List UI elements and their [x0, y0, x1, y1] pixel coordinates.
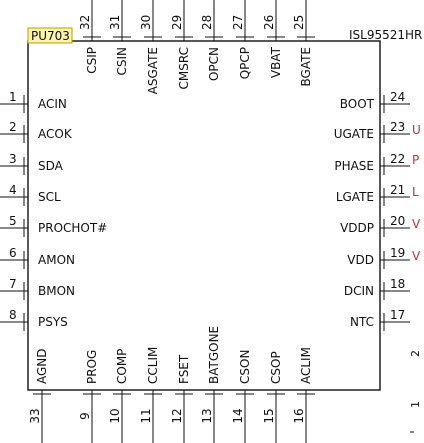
pin-qpcp-number: 27 [231, 15, 245, 30]
net-label-p: P [412, 153, 419, 167]
pin-csin-name: CSIN [115, 47, 129, 76]
pin-fset-name: FSET [177, 354, 191, 384]
pin-cclim-name: CCLIM [146, 347, 160, 384]
pin-agnd-name: AGND [35, 348, 49, 384]
pin-aclim-number: 16 [292, 408, 306, 423]
pin-scl-name: SCL [38, 190, 61, 204]
pin-amon-name: AMON [38, 253, 75, 267]
pin-cson-name: CSON [238, 350, 252, 384]
refdes-box [27, 27, 73, 44]
pin-csin-number: 31 [108, 15, 122, 30]
pin-ugate-name: UGATE [334, 127, 374, 141]
pin-bgate-name: BGATE [299, 47, 313, 87]
pin-phase-number: 22 [390, 152, 405, 166]
pin-csop-name: CSOP [269, 351, 283, 384]
pin-vddp-number: 20 [390, 214, 405, 228]
pin-bmon-name: BMON [38, 284, 75, 298]
pin-dcin-name: DCIN [344, 284, 374, 298]
net-label-v2: V [412, 249, 421, 263]
pin-bgate-number: 25 [292, 15, 306, 30]
pin-cmsrc-name: CMSRC [177, 47, 191, 89]
pin-aclim-name: ACLIM [299, 347, 313, 384]
pin-asgate-number: 30 [139, 15, 153, 30]
pin-acin-number: 1 [9, 90, 17, 104]
pin-batgone-name: BATGONE [207, 326, 221, 384]
net-label-u: U [412, 123, 421, 137]
pin-boot-number: 24 [390, 90, 405, 104]
pin-acok-name: ACOK [38, 127, 73, 141]
pin-prochot-number: 5 [9, 214, 17, 228]
pin-acok-number: 2 [9, 120, 17, 134]
pin-comp-number: 10 [108, 408, 122, 423]
pin-bmon-number: 7 [9, 277, 17, 291]
pin-ugate-number: 23 [390, 120, 405, 134]
pin-comp-name: COMP [115, 349, 129, 384]
pin-sda-number: 3 [9, 152, 17, 166]
pin-phase-name: PHASE [334, 159, 374, 173]
pin-vdd-number: 19 [390, 246, 405, 260]
pin-vbat-number: 26 [262, 15, 276, 30]
pin-opcn-name: OPCN [207, 47, 221, 81]
pin-cmsrc-number: 29 [170, 15, 184, 30]
pin-prog-number: 9 [78, 412, 92, 420]
pin-vdd-name: VDD [347, 253, 374, 267]
pin-lgate-name: LGATE [336, 190, 374, 204]
pin-boot-name: BOOT [340, 97, 375, 111]
pin-psys-number: 8 [9, 308, 17, 322]
net-label-v1: V [412, 217, 421, 231]
pin-opcn-number: 28 [200, 15, 214, 30]
net-label-l: L [412, 185, 419, 199]
pin-amon-number: 6 [9, 246, 17, 260]
pin-cson-number: 14 [231, 408, 245, 423]
pin-scl-number: 4 [9, 183, 17, 197]
pin-prochot-name: PROCHOT# [38, 221, 107, 235]
pin-vbat-name: VBAT [269, 46, 283, 78]
pin-ntc-name: NTC [350, 315, 374, 329]
pin-csip-name: CSIP [85, 47, 99, 74]
pin-acin-name: ACIN [38, 97, 67, 111]
pin-asgate-name: ASGATE [146, 47, 160, 94]
pin-dcin-number: 18 [390, 277, 405, 291]
edge-label-2: 2 [409, 350, 422, 357]
pin-psys-name: PSYS [38, 315, 68, 329]
pin-csop-number: 15 [262, 408, 276, 423]
pin-vddp-name: VDDP [340, 221, 374, 235]
pin-batgone-number: 13 [200, 408, 214, 423]
pin-sda-name: SDA [38, 159, 64, 173]
chip-body [27, 40, 381, 391]
refdes-label: PU703 [31, 29, 70, 43]
part-number-label: ISL95521HR [349, 28, 422, 42]
pin-prog-name: PROG [85, 350, 99, 384]
pin-fset-number: 12 [170, 408, 184, 423]
pin-agnd-number: 33 [28, 408, 42, 423]
pin-ntc-number: 17 [390, 308, 405, 322]
edge-label-1: 1 [409, 401, 422, 408]
pin-cclim-number: 11 [139, 408, 153, 423]
pin-qpcp-name: QPCP [238, 47, 252, 79]
pin-csip-number: 32 [78, 15, 92, 30]
pin-lgate-number: 21 [390, 183, 405, 197]
